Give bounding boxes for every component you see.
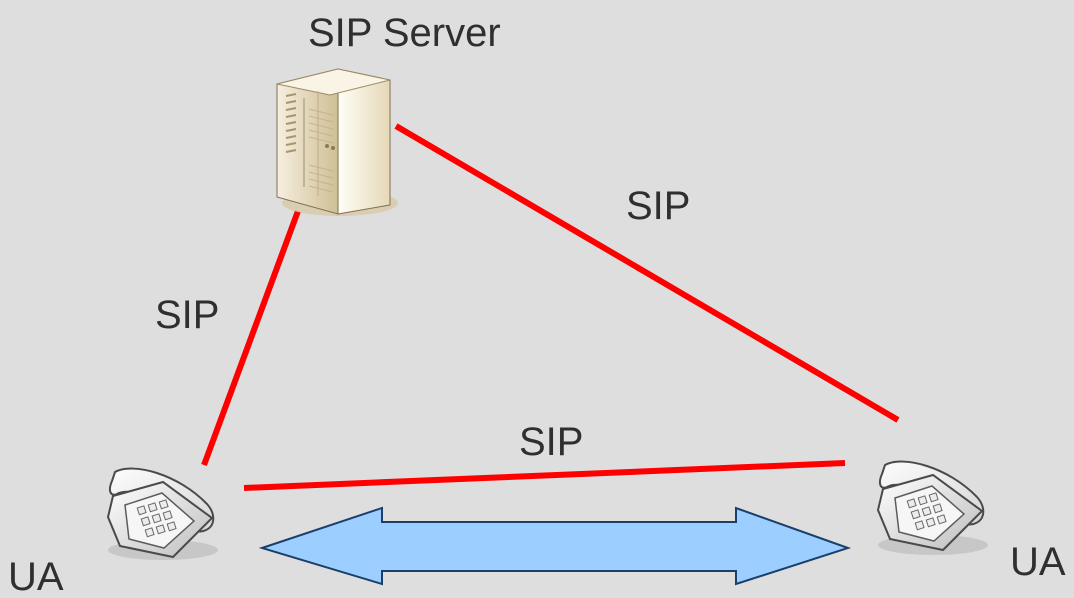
sip-label-left: SIP [155, 293, 220, 337]
sip-label-bottom: SIP [519, 420, 584, 464]
sip-link-ua-ua [243, 460, 846, 491]
left-telephone-icon [106, 467, 218, 560]
server-icon [276, 68, 398, 216]
left-ua-label: UA [8, 555, 64, 598]
media-double-arrow-icon [258, 506, 852, 586]
server-label: SIP Server [308, 11, 501, 55]
sip-label-right: SIP [626, 184, 691, 228]
sip-link-server-left [201, 209, 301, 467]
right-ua-label: UA [1010, 540, 1066, 584]
sip-link-server-right [394, 123, 900, 423]
right-telephone-icon [876, 460, 988, 555]
